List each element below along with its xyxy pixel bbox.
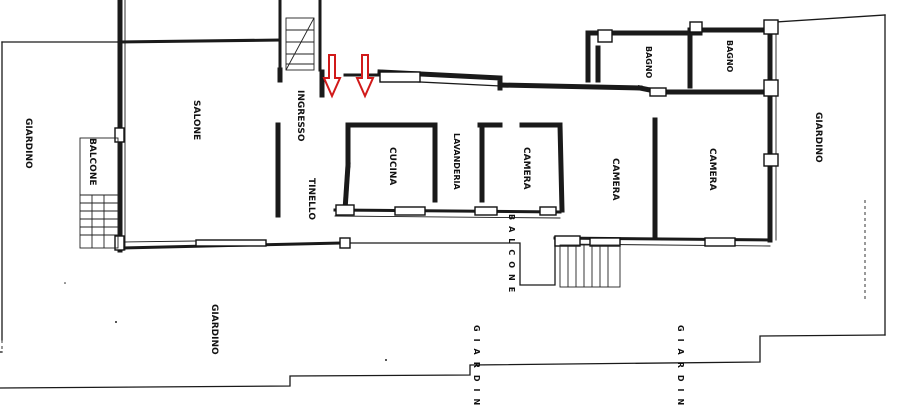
entrance-arrow-icon: [322, 54, 342, 99]
label-camera-2: CAMERA: [610, 158, 620, 201]
label-balcone-vertical: BALCONE: [507, 214, 516, 298]
room-labels: GIARDINO BALCONE SALONE INGRESSO TINELLO…: [23, 40, 823, 355]
label-giardino-bottom: GIARDINO: [209, 304, 219, 355]
label-bagno-1: BAGNO: [644, 46, 653, 79]
label-ingresso: INGRESSO: [295, 90, 305, 142]
stair-top: [278, 0, 322, 80]
label-cucina: CUCINA: [387, 147, 397, 185]
entrance-arrow-icon: [355, 54, 375, 99]
spaced-labels: BALCONE GIARDINO GIARDINO: [472, 214, 685, 410]
label-giardino-spaced-2: GIARDINO: [676, 325, 685, 410]
site-marks: [64, 282, 387, 361]
label-balcone-left: BALCONE: [87, 138, 97, 186]
entrance-arrows: [322, 54, 375, 99]
stair-balcone-center: [559, 244, 621, 288]
label-lavanderia: LAVANDERIA: [452, 133, 461, 191]
label-giardino-left: GIARDINO: [23, 118, 33, 169]
label-tinello: TINELLO: [306, 178, 316, 220]
label-bagno-2: BAGNO: [725, 40, 734, 73]
stair-balcone-left: [79, 137, 119, 249]
label-giardino-spaced-1: GIARDINO: [472, 325, 481, 410]
label-salone: SALONE: [191, 100, 201, 140]
label-giardino-right: GIARDINO: [813, 112, 823, 163]
wall-posts: [114, 19, 779, 251]
site-boundary: [0, 14, 886, 389]
label-camera-1: CAMERA: [521, 147, 531, 190]
label-camera-3: CAMERA: [707, 148, 717, 191]
